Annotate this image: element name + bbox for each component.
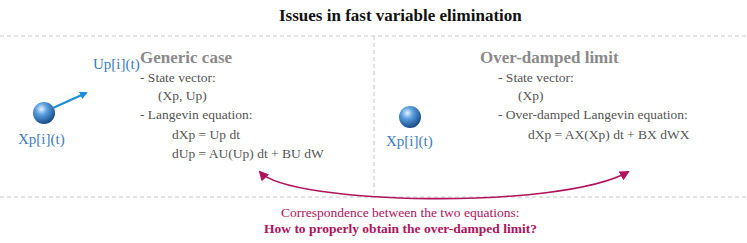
panel-text: - State vector: xyxy=(140,70,216,86)
panel-heading: Generic case xyxy=(140,48,232,68)
panel-text: - Over-damped Langevin equation: xyxy=(498,107,688,123)
panel-region: Generic case - State vector: (Xp, Up) - Lan… xyxy=(0,36,373,172)
note-text: Correspondence between the two equations… xyxy=(281,205,519,221)
note-text: How to properly obtain the over-damped l… xyxy=(264,221,537,237)
particle-sphere xyxy=(399,106,421,128)
particle-label: Xp[i](t) xyxy=(386,133,433,150)
particle-sphere xyxy=(33,102,55,124)
panel-text: (Xp) xyxy=(518,88,544,104)
diagram-title: Issues in fast variable elimination xyxy=(279,6,522,26)
panel-text: dXp = AX(Xp) dt + BX dWX xyxy=(528,127,689,143)
panel-text: - Langevin equation: xyxy=(140,107,252,123)
panel-text: (Xp, Up) xyxy=(158,88,207,104)
panel-region: Over-damped limit - State vector: (Xp) - Ov… xyxy=(375,36,747,172)
panel-text: dXp = Up dt xyxy=(172,127,240,143)
panel-text: - State vector: xyxy=(498,70,574,86)
panel-text: dUp = AU(Up) dt + BU dW xyxy=(172,146,324,162)
correspondence-arrow xyxy=(260,172,628,199)
velocity-arrow xyxy=(53,93,86,108)
panel-heading: Over-damped limit xyxy=(480,48,619,68)
particle-label: Xp[i](t) xyxy=(18,131,65,148)
particle-label: Up[i](t) xyxy=(93,56,140,73)
divider-line xyxy=(374,36,375,197)
